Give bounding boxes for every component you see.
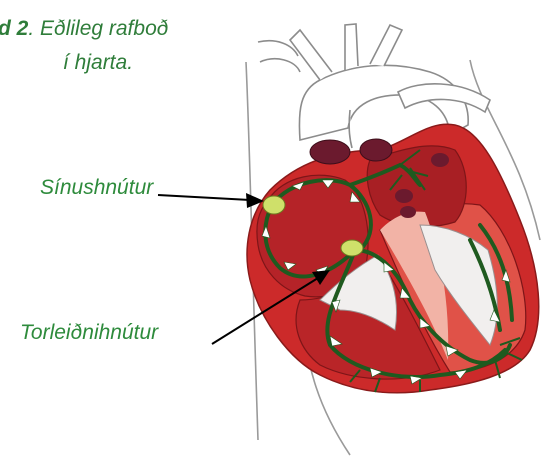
pulmonary-vein-1 bbox=[431, 153, 449, 167]
av-node-label: Torleiðnihnútur bbox=[20, 321, 158, 345]
sa-node bbox=[263, 196, 285, 214]
superior-vena-cava bbox=[310, 140, 350, 164]
figure-caption-line1: d 2. Eðlileg rafboð bbox=[0, 16, 168, 42]
sa-node-pointer-line bbox=[158, 195, 250, 200]
heart bbox=[247, 124, 539, 393]
figure-caption-text: . Eðlileg rafboð bbox=[28, 17, 168, 40]
pulmonary-artery bbox=[360, 139, 392, 161]
pulmonary-vein-2 bbox=[395, 189, 413, 203]
figure-caption-line2: í hjarta. bbox=[63, 50, 133, 76]
sa-node-label: Sínushnútur bbox=[40, 176, 153, 200]
av-node bbox=[341, 240, 363, 256]
pulmonary-vein-3 bbox=[400, 206, 416, 218]
figure-number: d 2 bbox=[0, 17, 28, 40]
